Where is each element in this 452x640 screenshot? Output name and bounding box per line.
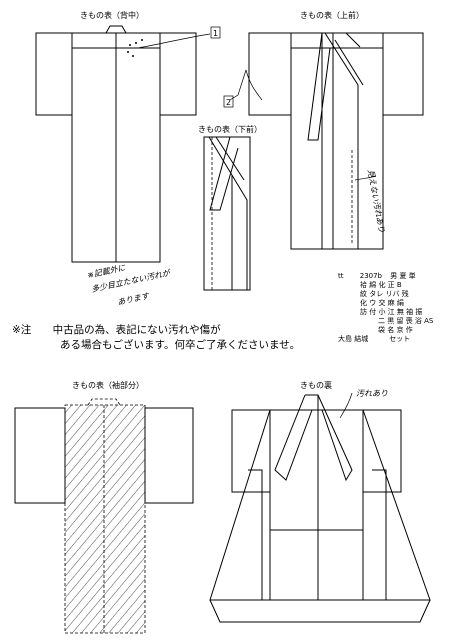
callout-mark-1: 1 [213,29,218,38]
hatched-area-icon [64,404,146,634]
spec-row-7: 大島 結城 セット [338,335,411,343]
spec-table: tt 2307b 男 夏 単 袷 綿 化 正 B 紋 タレ リバ 残 化 ウ 交… [338,272,446,344]
label-lower-front: きもの表（下前） [198,124,262,134]
notice-text: ※注 中古品の為、表記にない汚れや傷が [12,323,221,337]
stain-dots-icon [127,39,143,57]
callout-line-2b [245,69,263,101]
callout-line-stain [354,175,377,181]
kimono-upper-front-drawing [248,32,424,250]
kimono-back-drawing [35,25,197,263]
kimono-lining-drawing [209,394,431,623]
callout-mark-2: 2 [226,98,231,107]
spec-row-2: 紋 タレ リバ 残 [360,290,409,298]
notice-line2: ある場合もございます。何卒ご了承くださいませ。 [60,339,301,351]
label-upper-front: きもの表（上前） [300,10,364,20]
callout-box-1 [210,26,221,39]
other-note-line1: ※記載外に [87,263,128,280]
spec-code: 2307b [359,272,382,280]
spec-row-4: 訪 付 小 江 無 袖 振 [360,308,423,316]
spec-row-5: 二 黒 留 喪 浴 AS [378,317,434,325]
kimono-sleeve-drawing [14,398,194,634]
spec-row-0: 男 夏 単 [390,272,416,280]
lining-note: 汚れあり [356,389,388,398]
notice-prefix: ※注 [12,324,32,336]
spec-code-prefix: tt [338,272,344,280]
callout-line-lining [339,392,353,419]
spec-row-1: 袷 綿 化 正 B [360,281,402,289]
spec-code-row: tt 2307b 男 夏 単 [338,272,446,281]
callout-box-2 [223,95,234,108]
other-note-line3: あります [117,291,151,307]
spec-row-3: 化 ウ 交 麻 絹 [360,299,404,307]
notice-line1: 中古品の為、表記にない汚れや傷が [52,324,221,336]
callout-line-1 [137,33,211,49]
label-sleeve-part: きもの表（袖部分） [72,380,144,390]
label-back-center: きもの表（背中） [80,10,144,20]
callout-line-2 [229,69,247,101]
spec-row-6: 袋 名 京 作 [378,326,413,334]
kimono-lower-front-drawing [203,136,251,291]
label-lining: きもの裏 [300,380,332,390]
